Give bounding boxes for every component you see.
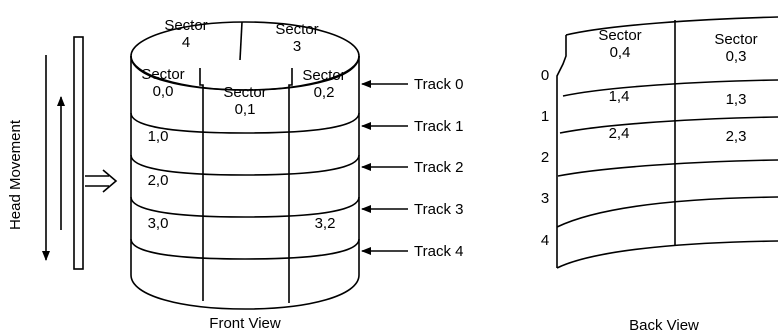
track-boundary-1: [130, 112, 360, 134]
top-sector-4-label: Sector: [164, 17, 207, 34]
cell-1-0: 1,0: [148, 128, 169, 145]
top-sector-3-label: Sector: [275, 21, 318, 38]
sector-divider-left: [199, 68, 204, 301]
top-sector-4-number: 4: [182, 34, 190, 51]
back-left-edge: [556, 35, 567, 268]
track-boundary-4: [130, 238, 360, 260]
cell-2-0: 2,0: [148, 172, 169, 189]
track-4-label: Track 4: [414, 243, 463, 260]
sector-0-1-number: 0,1: [235, 101, 256, 118]
cylinder-inner-rim: [130, 55, 360, 91]
track-boundary-2: [130, 154, 360, 176]
back-top-arc: [565, 16, 778, 36]
back-sector-0-3-number: 0,3: [726, 48, 747, 65]
front-view-cylinder: Sector 4 Sector 3 Sector 0,0 Sector 0,1 …: [130, 17, 360, 310]
cylinder-bottom-arc: [130, 274, 360, 310]
read-write-head-arm: [73, 36, 84, 270]
front-view-caption: Front View: [209, 315, 281, 332]
back-row-3: 3: [541, 190, 549, 207]
back-band-2: [559, 116, 778, 134]
sector-0-0-number: 0,0: [153, 83, 174, 100]
back-view-cylinder: Sector 0,4 Sector 0,3 1,4 1,3 2,4 2,3 0 …: [541, 16, 778, 269]
track-labels: Track 0 Track 1 Track 2 Track 3 Track 4: [361, 76, 463, 260]
track-2-label: Track 2: [414, 159, 463, 176]
back-row-0: 0: [541, 67, 549, 84]
track-boundary-3: [130, 196, 360, 218]
track-0-label: Track 0: [414, 76, 463, 93]
back-sector-0-3-label: Sector: [714, 31, 757, 48]
back-view-caption: Back View: [629, 317, 699, 333]
sector-0-0-label: Sector: [141, 66, 184, 83]
back-band-4: [556, 196, 778, 228]
top-sector-divider: [239, 21, 243, 61]
back-row-1: 1: [541, 108, 549, 125]
back-band-3: [557, 159, 778, 177]
track-1-label: Track 1: [414, 118, 463, 135]
sector-0-2-label: Sector: [302, 67, 345, 84]
cell-3-2: 3,2: [315, 215, 336, 232]
back-cell-2-3: 2,3: [726, 128, 747, 145]
head-pointer-arrow: [85, 169, 118, 193]
back-cell-2-4: 2,4: [609, 125, 630, 142]
track-3-label: Track 3: [414, 201, 463, 218]
back-row-4: 4: [541, 232, 549, 249]
head-movement-label: Head Movement: [7, 119, 24, 230]
back-row-2: 2: [541, 149, 549, 166]
sector-divider-right: [288, 68, 293, 303]
head-movement-indicator: Head Movement: [7, 36, 118, 270]
cell-3-0: 3,0: [148, 215, 169, 232]
top-sector-3-number: 3: [293, 38, 301, 55]
back-sector-0-4-label: Sector: [598, 27, 641, 44]
back-cell-1-4: 1,4: [609, 88, 630, 105]
back-bottom-arc: [556, 240, 778, 269]
back-sector-0-4-number: 0,4: [610, 44, 631, 61]
sector-0-1-label: Sector: [223, 84, 266, 101]
back-band-1: [562, 79, 778, 97]
back-cell-1-3: 1,3: [726, 91, 747, 108]
sector-0-2-number: 0,2: [314, 84, 335, 101]
